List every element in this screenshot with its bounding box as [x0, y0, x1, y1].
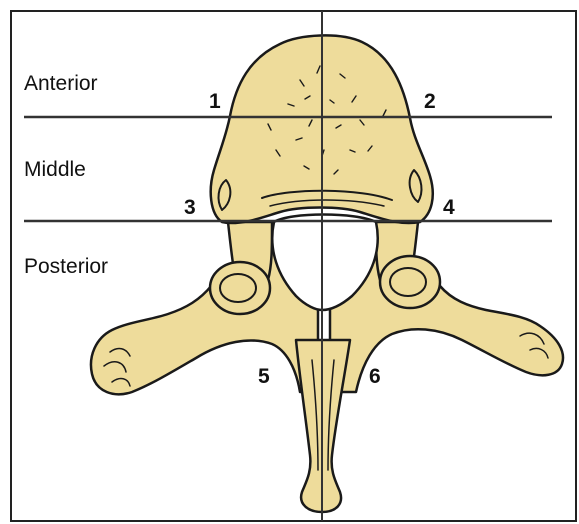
- marker-3: 3: [184, 197, 196, 218]
- right-articular-facet-inner: [390, 268, 426, 296]
- region-label-posterior: Posterior: [24, 256, 108, 277]
- marker-1: 1: [209, 91, 221, 112]
- left-articular-facet-inner: [220, 274, 256, 302]
- marker-5: 5: [258, 366, 270, 387]
- marker-6: 6: [369, 366, 381, 387]
- region-label-anterior: Anterior: [24, 73, 98, 94]
- region-label-middle: Middle: [24, 159, 86, 180]
- vertebra-illustration: [91, 35, 563, 512]
- marker-4: 4: [443, 197, 455, 218]
- marker-2: 2: [424, 91, 436, 112]
